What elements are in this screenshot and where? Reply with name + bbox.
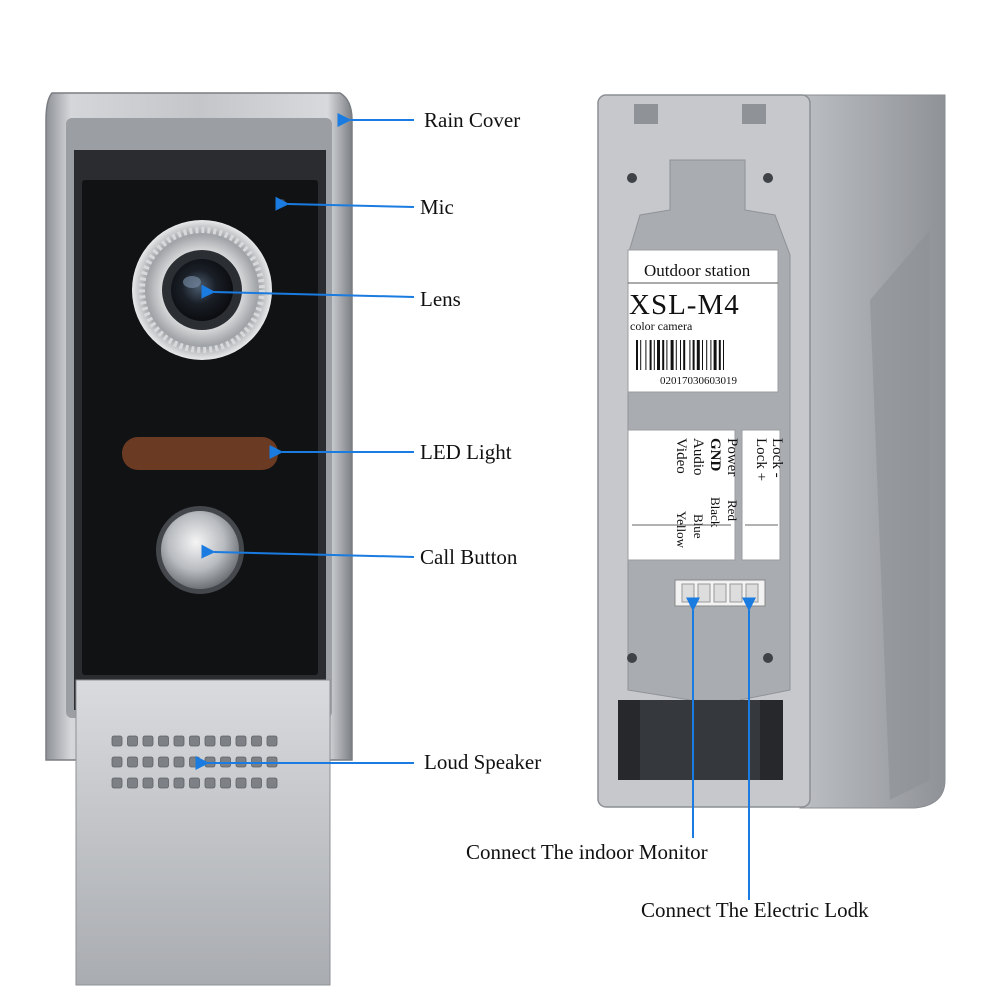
terminal-gnd: GND bbox=[707, 438, 723, 472]
speaker-hole bbox=[173, 777, 185, 789]
speaker-hole bbox=[173, 735, 185, 747]
terminal-lock-minus: Lock - bbox=[769, 438, 785, 478]
barcode bbox=[636, 340, 724, 370]
barcode-bar bbox=[640, 340, 642, 370]
speaker-hole bbox=[251, 735, 262, 747]
barcode-bar bbox=[702, 340, 703, 370]
speaker-hole bbox=[204, 777, 216, 789]
terminal-video: Video bbox=[673, 438, 689, 474]
speaker-hole bbox=[204, 735, 216, 747]
label-loud-speaker: Loud Speaker bbox=[424, 750, 542, 774]
speaker-hole bbox=[111, 735, 123, 747]
terminal-gnd-color: Black bbox=[708, 497, 723, 528]
barcode-bar bbox=[683, 340, 686, 370]
barcode-bar bbox=[689, 340, 691, 370]
terminal-audio: Audio bbox=[690, 438, 706, 476]
speaker-hole bbox=[142, 735, 154, 747]
barcode-bar bbox=[657, 340, 660, 370]
barcode-bar bbox=[723, 340, 724, 370]
speaker-hole bbox=[220, 735, 231, 747]
barcode-bar bbox=[645, 340, 647, 370]
speaker-hole bbox=[158, 756, 169, 768]
sticker-subtitle: color camera bbox=[630, 319, 693, 333]
sticker-serial: 02017030603019 bbox=[660, 375, 738, 387]
barcode-bar bbox=[653, 340, 655, 370]
label-led-light: LED Light bbox=[420, 440, 512, 464]
barcode-bar bbox=[706, 340, 708, 370]
callout-arrows bbox=[195, 113, 756, 900]
barcode-bar bbox=[636, 340, 638, 370]
arrow-lens bbox=[201, 284, 415, 299]
speaker-panel bbox=[75, 679, 331, 986]
barcode-bar bbox=[696, 340, 700, 370]
speaker-hole bbox=[111, 756, 123, 768]
speaker-hole bbox=[142, 777, 154, 789]
label-mic: Mic bbox=[420, 195, 454, 219]
barcode-bar bbox=[713, 340, 717, 370]
arrow-mic bbox=[275, 196, 415, 211]
call-button[interactable] bbox=[156, 506, 244, 594]
front-device bbox=[45, 92, 353, 986]
terminal-lock-plus: Lock + bbox=[753, 438, 769, 481]
speaker-hole bbox=[189, 735, 200, 747]
speaker-hole bbox=[235, 735, 247, 747]
speaker-hole bbox=[266, 777, 278, 789]
speaker-hole bbox=[127, 735, 138, 747]
barcode-bar bbox=[718, 340, 721, 370]
speaker-grille bbox=[111, 735, 278, 789]
speaker-hole bbox=[189, 756, 200, 768]
mic-hole bbox=[279, 199, 285, 205]
label-connect-lock: Connect The Electric Lodk bbox=[641, 898, 869, 922]
speaker-hole bbox=[158, 777, 169, 789]
barcode-bar bbox=[670, 340, 674, 370]
model-sticker: Outdoor station XSL-M4 color camera 0201… bbox=[627, 249, 779, 393]
label-lens: Lens bbox=[420, 287, 461, 311]
label-call-button: Call Button bbox=[420, 545, 518, 569]
speaker-hole bbox=[173, 756, 185, 768]
speaker-hole bbox=[235, 777, 247, 789]
terminal-video-color: Yellow bbox=[674, 511, 689, 549]
speaker-hole bbox=[142, 756, 154, 768]
speaker-hole bbox=[158, 735, 169, 747]
speaker-hole bbox=[251, 777, 262, 789]
led-light bbox=[122, 437, 278, 470]
barcode-bar bbox=[680, 340, 681, 370]
sticker-model: XSL-M4 bbox=[629, 289, 740, 321]
speaker-hole bbox=[266, 735, 278, 747]
back-device: Outdoor station XSL-M4 color camera 0201… bbox=[597, 94, 946, 809]
speaker-hole bbox=[111, 777, 123, 789]
lens bbox=[132, 220, 272, 360]
label-connect-monitor: Connect The indoor Monitor bbox=[466, 840, 708, 864]
barcode-bar bbox=[649, 340, 652, 370]
speaker-hole bbox=[189, 777, 200, 789]
terminal-power: Power bbox=[724, 438, 740, 476]
speaker-hole bbox=[127, 756, 138, 768]
label-rain-cover: Rain Cover bbox=[424, 108, 521, 132]
terminal-label: Power Red GND Black Audio Blue Video Yel… bbox=[627, 429, 785, 561]
barcode-bar bbox=[666, 340, 668, 370]
speaker-hole bbox=[220, 777, 231, 789]
barcode-bar bbox=[675, 340, 677, 370]
barcode-bar bbox=[692, 340, 695, 370]
terminal-audio-color: Blue bbox=[691, 514, 706, 539]
speaker-hole bbox=[127, 777, 138, 789]
terminal-power-color: Red bbox=[725, 500, 740, 521]
sticker-title: Outdoor station bbox=[644, 261, 751, 280]
barcode-bar bbox=[710, 340, 712, 370]
connector-block bbox=[674, 579, 766, 607]
arrow-call-button bbox=[201, 544, 415, 559]
barcode-bar bbox=[662, 340, 665, 370]
